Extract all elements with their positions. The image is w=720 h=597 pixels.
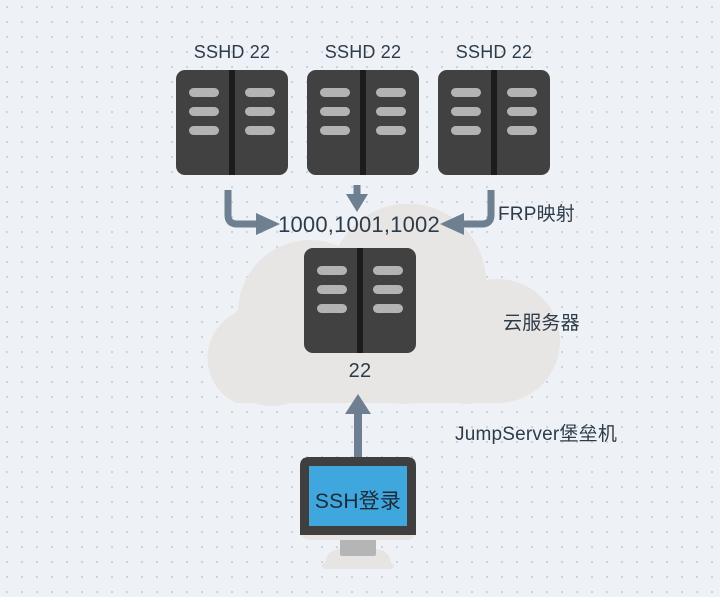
arrow-group <box>224 185 495 460</box>
monitor-screen <box>309 466 407 526</box>
cloud-server-icon <box>304 248 416 353</box>
cloud-shape <box>207 203 561 406</box>
server-icon-2 <box>307 70 419 175</box>
monitor-neck <box>340 536 376 556</box>
arrow-right-head <box>440 213 464 235</box>
server-icon-1 <box>176 70 288 175</box>
client-monitor-icon <box>300 457 416 569</box>
server-icon-3 <box>438 70 550 175</box>
monitor-base-edge <box>322 563 394 569</box>
arrow-left-elbow <box>224 190 258 228</box>
arrow-left-head <box>256 213 280 235</box>
arrow-bottom-head <box>345 394 371 414</box>
arrow-right-elbow <box>462 190 495 228</box>
arrow-middle-head <box>346 194 368 212</box>
